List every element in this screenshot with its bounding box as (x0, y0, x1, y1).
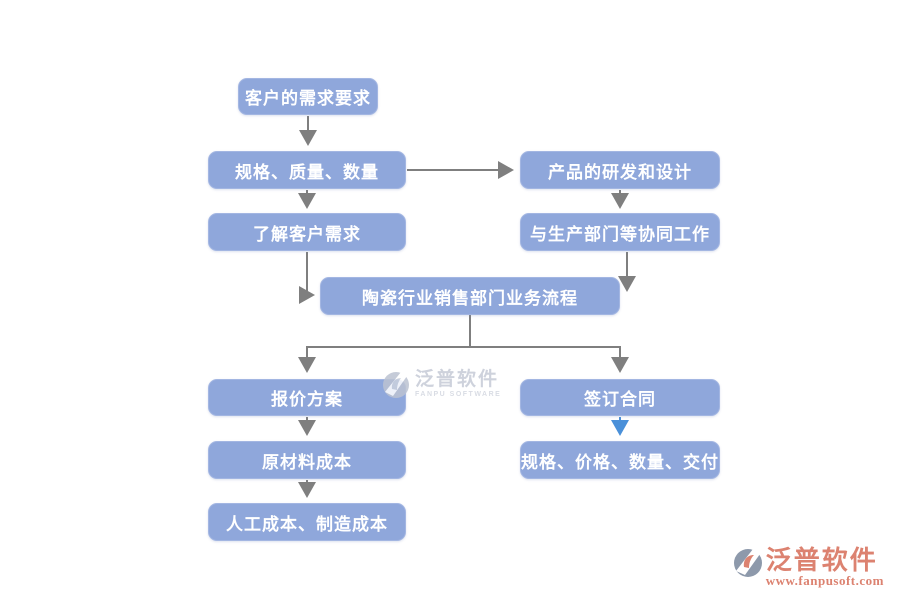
connector-understand-to-process (299, 252, 315, 304)
watermark-brand-name-en: FANPU SOFTWARE (415, 391, 502, 398)
footer-brand-name: 泛普软件 (765, 546, 878, 575)
fanpu-logo-icon (732, 547, 764, 584)
node-coordinate-with-production: 与生产部门等协同工作 (520, 213, 720, 251)
node-product-rd-design: 产品的研发和设计 (520, 151, 720, 189)
watermark-text: 泛普软件 FANPU SOFTWARE (415, 370, 501, 399)
node-spec-price-quantity-delivery: 规格、价格、数量、交付 (520, 441, 720, 479)
center-watermark: 泛普软件 FANPU SOFTWARE (381, 370, 501, 405)
fanpu-watermark-logo-icon (381, 370, 411, 405)
node-sign-contract: 签订合同 (520, 379, 720, 416)
node-quotation-plan: 报价方案 (208, 379, 406, 416)
watermark-brand-name: 泛普软件 (415, 369, 500, 390)
node-understand-customer-needs: 了解客户需求 (208, 213, 406, 251)
node-spec-quality-quantity: 规格、质量、数量 (208, 151, 406, 189)
footer-logo-text: 泛普软件 www.fanpusoft.com (766, 547, 884, 588)
fanpu-footer-logo: 泛普软件 www.fanpusoft.com (732, 547, 884, 588)
node-labor-manufacturing-cost: 人工成本、制造成本 (208, 503, 406, 541)
footer-website-url: www.fanpusoft.com (765, 573, 884, 588)
node-raw-material-cost: 原材料成本 (208, 441, 406, 479)
node-customer-demand: 客户的需求要求 (238, 78, 378, 115)
node-ceramic-sales-process: 陶瓷行业销售部门业务流程 (320, 277, 620, 315)
